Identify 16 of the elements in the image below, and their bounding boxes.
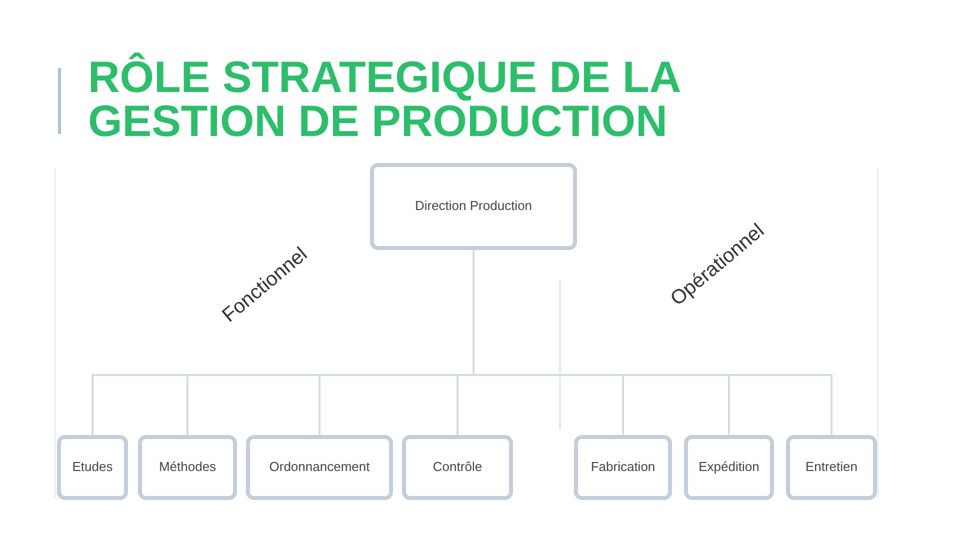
- box-label: Fabrication: [590, 459, 656, 476]
- box-label: Etudes: [72, 459, 113, 476]
- org-box: [57, 435, 128, 500]
- box-label: Méthodes: [158, 459, 216, 476]
- org-box: [246, 435, 393, 500]
- org-box: [370, 163, 577, 250]
- box-label: Entretien: [805, 459, 858, 476]
- org-box: [684, 435, 774, 500]
- box-label: Expédition: [698, 459, 760, 476]
- box-label: Ordonnancement: [269, 459, 370, 476]
- box-label: Contrôle: [432, 459, 482, 476]
- org-box: [574, 435, 672, 500]
- org-box: [402, 435, 513, 500]
- org-box: [138, 435, 237, 500]
- org-box: [786, 435, 877, 500]
- box-label: Direction Production: [414, 198, 532, 215]
